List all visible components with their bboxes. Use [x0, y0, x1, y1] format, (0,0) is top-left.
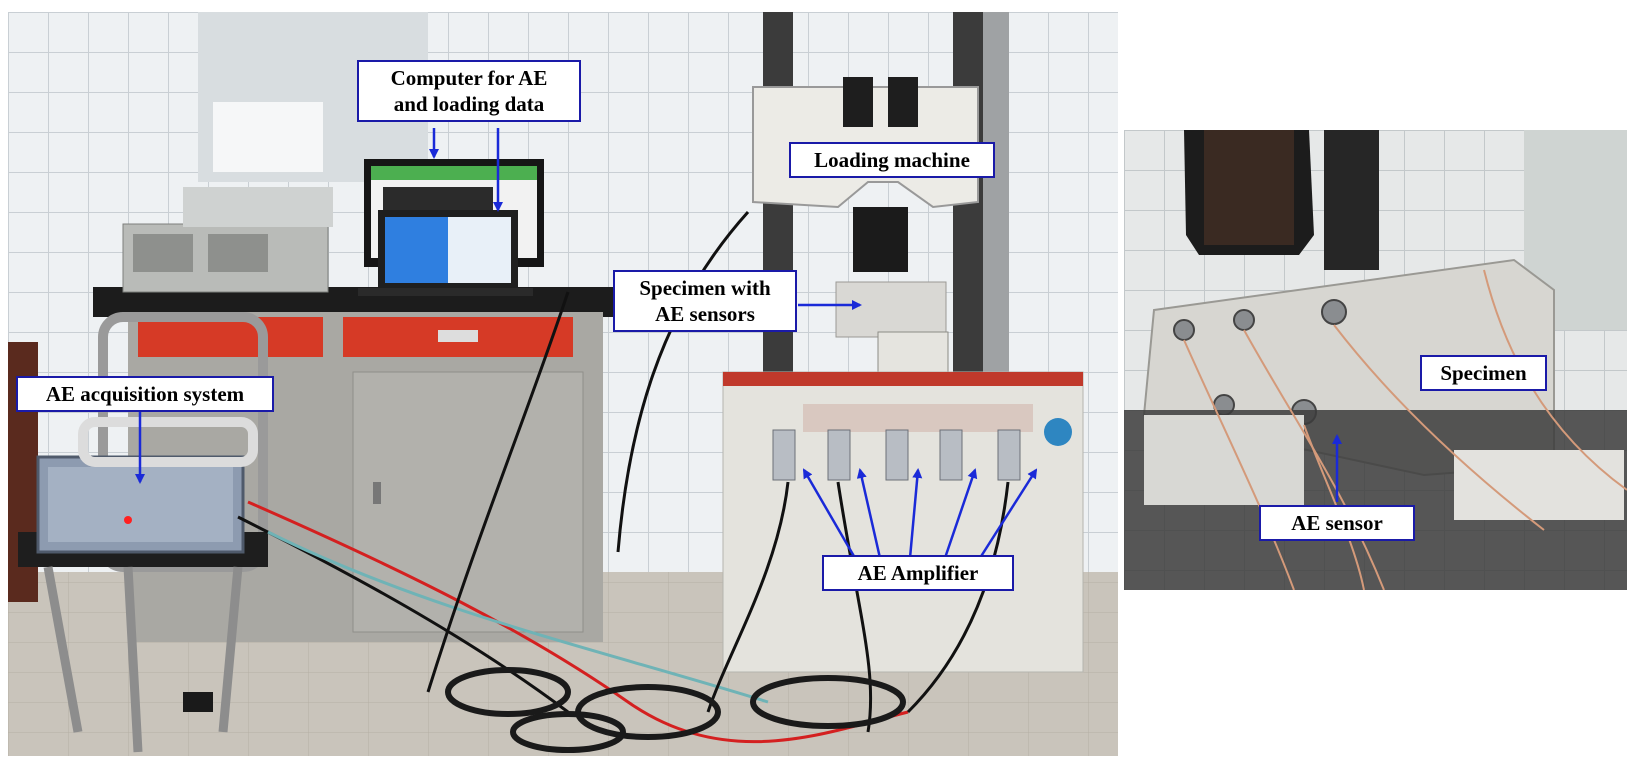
amplifiers — [772, 429, 1021, 481]
specimen — [835, 281, 947, 338]
label-acquisition-system: AE acquisition system — [16, 376, 274, 412]
screw-column — [1324, 130, 1379, 270]
label-loading-machine: Loading machine — [789, 142, 995, 178]
specimen-closeup-photo — [1124, 130, 1627, 590]
label-sensor: AE sensor — [1259, 505, 1415, 541]
cable-coils — [445, 667, 906, 753]
label-amplifier: AE Amplifier — [822, 555, 1014, 591]
cables — [237, 210, 1010, 744]
label-specimen: Specimen — [1420, 355, 1547, 391]
label-computer: Computer for AE and loading data — [357, 60, 581, 122]
closeup-scene — [1124, 130, 1627, 590]
label-specimen-with-sensors: Specimen with AE sensors — [613, 270, 797, 332]
